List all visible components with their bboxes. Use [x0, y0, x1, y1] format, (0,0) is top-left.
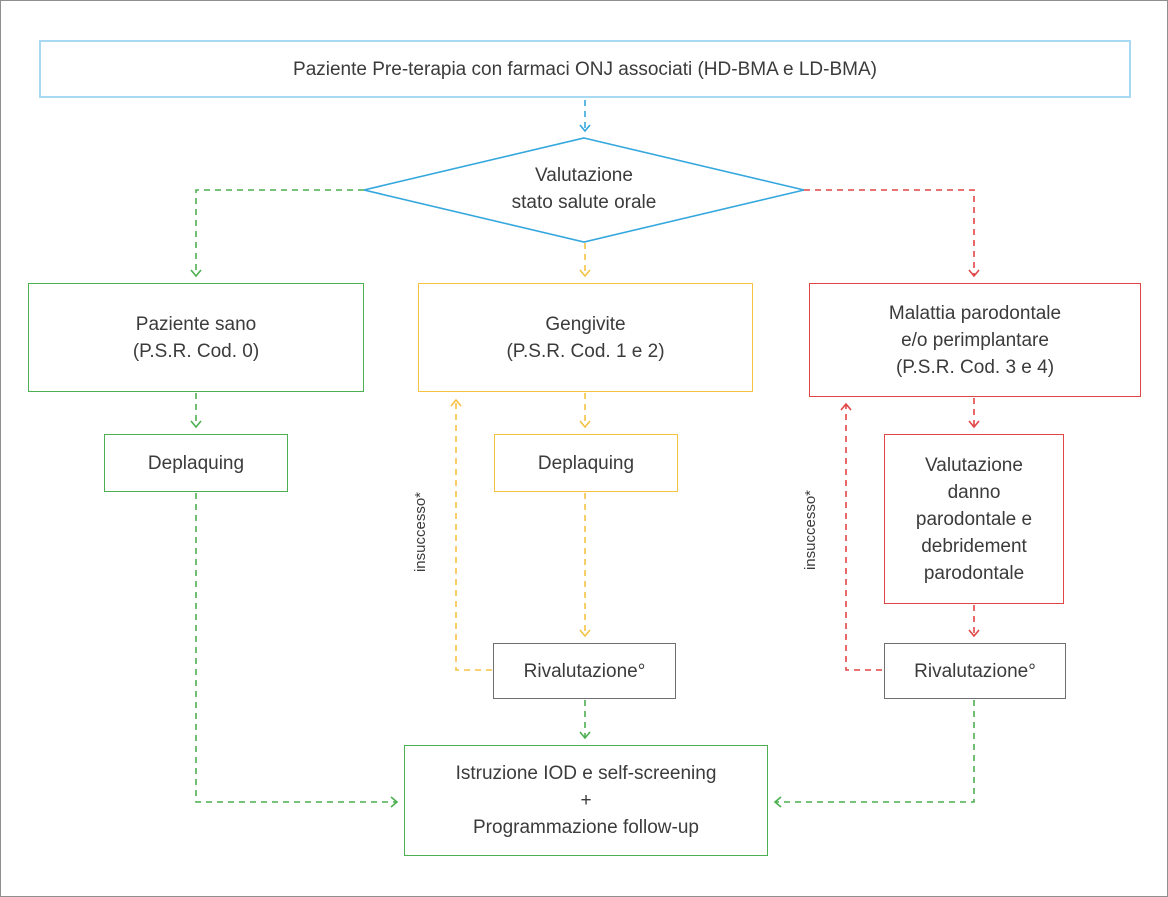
node-label-line: Paziente sano	[135, 313, 257, 335]
label-insuccesso-yellow: insuccesso*	[412, 491, 429, 573]
node-rivalutazione-yellow: Rivalutazione°	[493, 643, 676, 699]
node-label: Rivalutazione°	[914, 660, 1036, 682]
node-label-line: stato salute orale	[511, 192, 657, 213]
node-deplaquing-yellow: Deplaquing	[494, 434, 678, 492]
node-label-line: Istruzione IOD e self-screening	[455, 763, 717, 784]
node-gengivite: Gengivite (P.S.R. Cod. 1 e 2)	[418, 283, 753, 392]
node-label: Deplaquing	[147, 452, 245, 474]
node-label-line: +	[580, 790, 592, 811]
node-label: Paziente Pre-terapia con farmaci ONJ ass…	[293, 58, 877, 80]
node-decision-label: Valutazione stato salute orale	[464, 162, 704, 216]
node-label-line: (P.S.R. Cod. 3 e 4)	[895, 356, 1055, 378]
node-label-line: danno	[947, 481, 1001, 503]
decision-diamond-shape	[363, 137, 805, 243]
node-label-line: Gengivite	[545, 313, 626, 335]
node-label-line: Malattia parodontale	[888, 302, 1062, 324]
node-rivalutazione-red: Rivalutazione°	[884, 643, 1066, 699]
node-deplaquing-green: Deplaquing	[104, 434, 288, 492]
node-label-line: e/o perimplantare	[901, 329, 1049, 351]
node-label-line: Programmazione follow-up	[473, 817, 699, 838]
label-insuccesso-red: insuccesso*	[802, 489, 819, 571]
node-label-line: parodontale	[923, 562, 1025, 584]
node-label: Deplaquing	[537, 452, 635, 474]
edge-decision-to-periodontal	[804, 189, 980, 278]
node-label-line: Valutazione	[925, 454, 1023, 476]
node-label-line: (P.S.R. Cod. 1 e 2)	[506, 340, 665, 362]
node-label-line: Valutazione	[535, 165, 633, 186]
node-final: Istruzione IOD e self-screening + Progra…	[404, 745, 768, 856]
node-label-line: parodontale e	[915, 508, 1033, 530]
node-label: Rivalutazione°	[523, 660, 646, 682]
node-valutazione-danno: Valutazione danno parodontale e debridem…	[884, 434, 1064, 604]
node-start: Paziente Pre-terapia con farmaci ONJ ass…	[39, 40, 1131, 98]
edge-decision-to-healthy	[190, 189, 364, 278]
node-label-line: debridement	[921, 535, 1027, 557]
edge-deplaquing-green-to-final	[195, 493, 399, 808]
node-paziente-sano: Paziente sano (P.S.R. Cod. 0)	[28, 283, 364, 392]
edge-insuccesso-red-return	[840, 402, 882, 671]
node-malattia-parodontale: Malattia parodontale e/o perimplantare (…	[809, 283, 1141, 397]
edge-reassessment-red-to-final	[773, 700, 975, 808]
edge-insuccesso-yellow-return	[450, 398, 492, 671]
node-label-line: (P.S.R. Cod. 0)	[132, 340, 260, 362]
